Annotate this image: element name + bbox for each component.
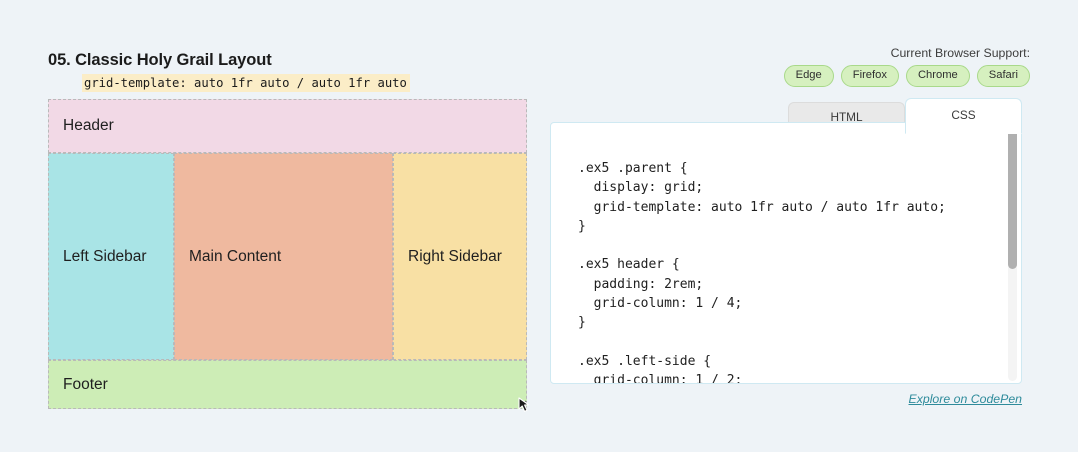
code-content: .ex5 .parent { display: grid; grid-templ… (578, 161, 946, 384)
code-tabs: HTML CSS (788, 98, 1022, 134)
resize-handle-icon[interactable] (516, 396, 534, 414)
grid-cell-header: Header (48, 99, 527, 153)
code-scrollbar-track[interactable] (1008, 127, 1017, 381)
browser-support-block: Current Browser Support: Edge Firefox Ch… (783, 46, 1030, 87)
grid-cell-right-sidebar: Right Sidebar (393, 153, 527, 360)
grid-template-snippet: grid-template: auto 1fr auto / auto 1fr … (82, 73, 410, 93)
grid-cell-footer: Footer (48, 360, 527, 409)
code-panel[interactable]: .ex5 .parent { display: grid; grid-templ… (550, 122, 1022, 384)
code-scrollbar-thumb[interactable] (1008, 129, 1017, 269)
browser-pill-safari: Safari (976, 65, 1030, 87)
explore-on-codepen-link[interactable]: Explore on CodePen (908, 392, 1022, 406)
browser-support-pills: Edge Firefox Chrome Safari (783, 65, 1030, 87)
grid-demo-container[interactable]: Header Left Sidebar Main Content Right S… (48, 99, 527, 409)
title-block: 05. Classic Holy Grail Layout grid-templ… (48, 50, 410, 93)
browser-pill-chrome: Chrome (905, 65, 970, 87)
browser-support-label: Current Browser Support: (890, 46, 1030, 60)
page-title: 05. Classic Holy Grail Layout (48, 51, 272, 69)
tab-css[interactable]: CSS (905, 98, 1022, 134)
grid-cell-left-sidebar: Left Sidebar (48, 153, 174, 360)
browser-pill-firefox: Firefox (840, 65, 899, 87)
grid-cell-main-content: Main Content (174, 153, 393, 360)
browser-pill-edge: Edge (783, 65, 834, 87)
